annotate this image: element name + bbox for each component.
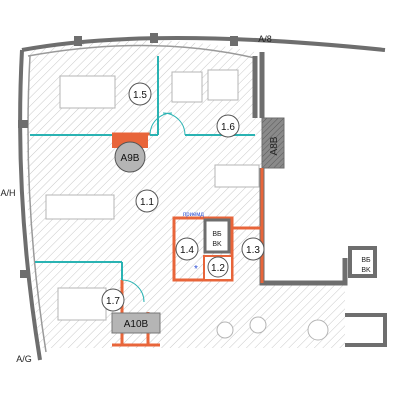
axis-label-ag: A/G bbox=[16, 354, 32, 364]
svg-text:1.5: 1.5 bbox=[133, 90, 147, 101]
room-label-1-5: 1.5 bbox=[128, 82, 152, 106]
column bbox=[18, 120, 28, 128]
axis-label-ah: A/H bbox=[0, 188, 15, 198]
tag-a10b-box bbox=[111, 312, 161, 334]
tag-a10b: A10B bbox=[124, 319, 149, 330]
exterior-wall-bottom-right bbox=[345, 313, 387, 347]
svg-text:1.3: 1.3 bbox=[246, 245, 260, 256]
tag-a9b-marker bbox=[114, 141, 146, 173]
room-label-1-4: 1.4 bbox=[175, 237, 199, 261]
floor-area bbox=[26, 39, 346, 349]
column bbox=[150, 33, 158, 43]
riser-right bbox=[348, 246, 377, 278]
svg-text:1.2: 1.2 bbox=[211, 263, 225, 274]
facade-wall-left-inner bbox=[27, 55, 47, 353]
svg-text:1.4: 1.4 bbox=[180, 245, 194, 256]
riser-right-bk: BK bbox=[361, 267, 371, 274]
wc-bk: BK bbox=[212, 241, 222, 248]
room-label-1-3: 1.3 bbox=[241, 237, 265, 261]
exterior-wall-right bbox=[252, 56, 348, 286]
svg-text:1.1: 1.1 bbox=[140, 197, 154, 208]
room-label-1-2: 1.2 bbox=[207, 256, 229, 278]
facade-wall-top bbox=[21, 36, 386, 52]
tag-a8b: A8B bbox=[269, 136, 280, 155]
column bbox=[20, 270, 30, 278]
wc-block bbox=[203, 218, 231, 254]
doors bbox=[121, 112, 186, 303]
reception-label: приемд bbox=[183, 212, 204, 218]
core-a8b bbox=[261, 117, 285, 169]
room-label-1-6: 1.6 bbox=[216, 114, 240, 138]
tag-a9b: A9B bbox=[121, 153, 140, 164]
furniture bbox=[45, 69, 329, 341]
room-label-1-7: 1.7 bbox=[101, 288, 125, 312]
svg-text:1.7: 1.7 bbox=[106, 296, 120, 307]
riser-right-vb: ВБ bbox=[361, 257, 371, 264]
axis-label-a8: A/8 bbox=[258, 34, 272, 44]
glass-partitions bbox=[30, 56, 255, 280]
column bbox=[230, 36, 238, 46]
facade-wall-left bbox=[18, 49, 42, 361]
facade-wall-top-inner bbox=[27, 44, 256, 59]
room-label-1-1: 1.1 bbox=[135, 189, 159, 213]
svg-text:1.6: 1.6 bbox=[221, 122, 235, 133]
column bbox=[74, 36, 82, 46]
wc-vb: ВБ bbox=[212, 231, 222, 238]
blue-asterisk-icon: * bbox=[194, 264, 198, 275]
